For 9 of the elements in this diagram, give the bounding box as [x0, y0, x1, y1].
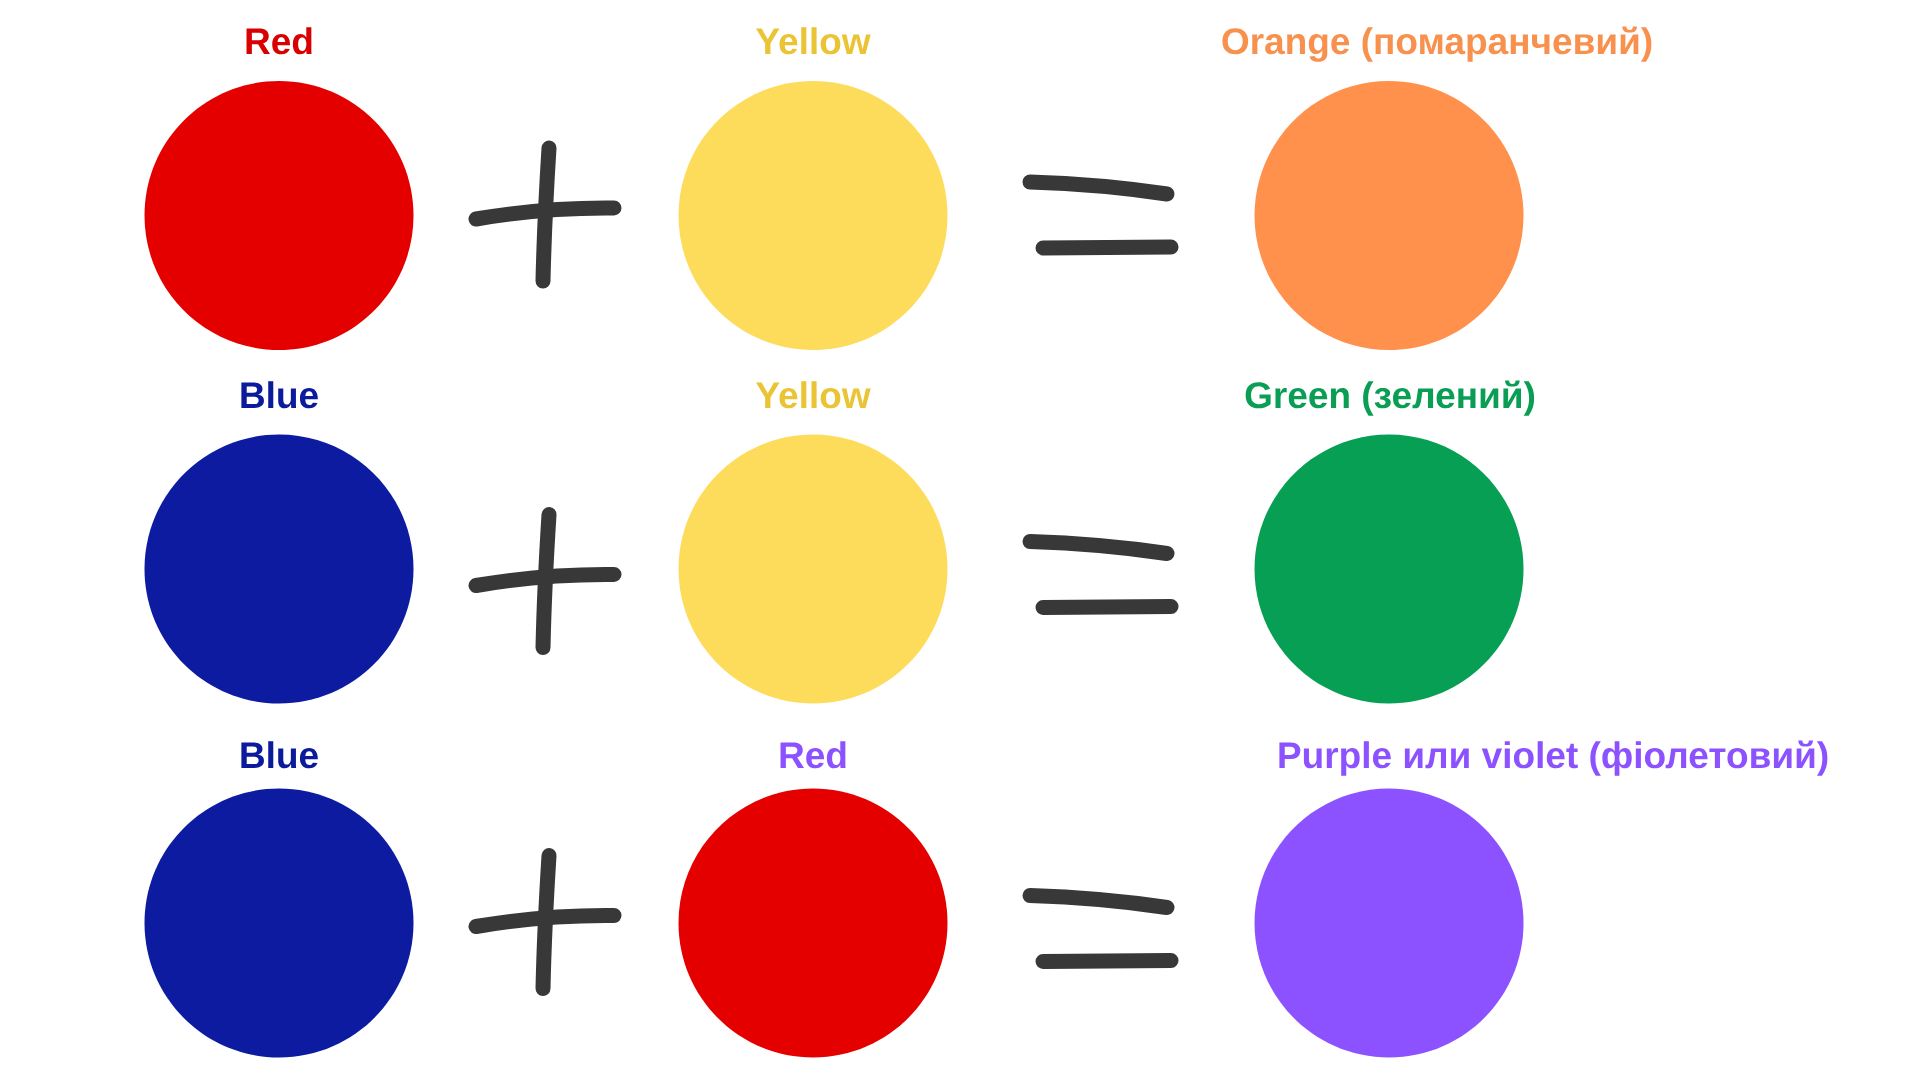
circle-label: Blue	[241, 381, 318, 409]
circle-label: Purple или violet (фіолетовий)	[1279, 740, 1828, 776]
circle-label: Yellow	[756, 381, 871, 409]
circle-label: Orange (помаранчевий)	[1222, 26, 1652, 62]
circle-label: Blue	[241, 741, 318, 769]
circle-label: Yellow	[756, 27, 871, 55]
circle-label: Red	[780, 741, 846, 769]
circle-label: Red	[246, 27, 312, 55]
circle-label: Green (зелений)	[1245, 380, 1535, 416]
